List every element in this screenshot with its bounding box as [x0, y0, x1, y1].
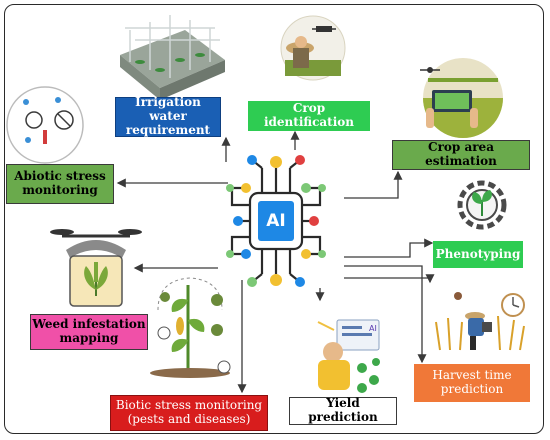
yield-illustration: AI — [317, 319, 380, 393]
weed-line-2: mapping — [59, 331, 119, 345]
abiotic-illustration — [6, 86, 84, 164]
weed-line-1: Weed infestation — [32, 317, 146, 332]
biotic-line-2: (pests and diseases) — [127, 412, 251, 426]
ai-core-label: AI — [266, 211, 286, 231]
yield-box: Yield prediction — [289, 396, 397, 425]
diagram-frame — [4, 4, 544, 434]
harvest-box: Harvest time prediction — [414, 364, 530, 402]
biotic-plant-illustration — [150, 277, 231, 378]
harvest-illustration — [435, 292, 525, 351]
phenotyping-label: Phenotyping — [435, 246, 521, 261]
svg-text:AI: AI — [369, 324, 377, 333]
abiotic-box: Abiotic stress monitoring — [6, 164, 114, 204]
crop-area-label: Crop area estimation — [425, 140, 497, 168]
arrow-to-phenotyping — [344, 238, 434, 258]
harvest-line-2: prediction — [440, 382, 504, 396]
phenotyping-gear-illustration — [457, 180, 507, 230]
irrigation-box: Irrigation water requirement — [115, 95, 221, 137]
arrow-to-crop-area — [344, 170, 403, 199]
irrigation-illustration — [120, 15, 225, 100]
irrigation-line-1: Irrigation water — [135, 95, 201, 124]
ai-chip-icon — [226, 155, 326, 287]
biotic-line-1: Biotic stress monitoring — [115, 398, 263, 413]
crop-area-illustration — [420, 58, 503, 138]
arrow-branch-right — [344, 274, 435, 284]
abiotic-line-1: Abiotic stress — [14, 169, 106, 184]
irrigation-line-2: requirement — [125, 122, 211, 137]
crop-identification-box: Crop identification — [248, 101, 370, 131]
arrow-to-harvest — [344, 265, 427, 364]
abiotic-line-2: monitoring — [22, 183, 98, 197]
crop-area-box: Crop area estimation — [392, 140, 530, 170]
crop-identification-label: Crop identification — [263, 101, 355, 129]
biotic-box: Biotic stress monitoring (pests and dise… — [110, 395, 268, 431]
weed-drone-illustration — [50, 229, 142, 307]
crop-identification-illustration — [280, 15, 346, 81]
phenotyping-box: Phenotyping — [433, 241, 523, 268]
harvest-line-1: Harvest time — [432, 368, 512, 383]
yield-label: Yield prediction — [308, 396, 378, 424]
weed-box: Weed infestation mapping — [30, 314, 148, 350]
